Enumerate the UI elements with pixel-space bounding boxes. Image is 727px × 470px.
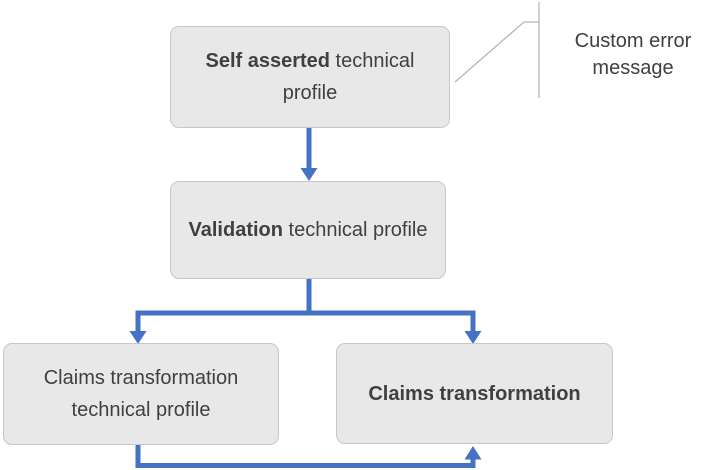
node-label: Self asserted technical profile [205,50,415,104]
arrowhead-up-claims-transformation-icon [464,446,482,460]
arrow-claims-tp-to-claims-transformation [135,445,476,468]
node-label: Validation technical profile [188,219,428,241]
arrowhead-to-claims-tp-icon [129,331,147,344]
node-label: Claims transformation technical profile [43,367,239,421]
arrowhead-to-validation-icon [300,168,318,181]
node-label: Claims transformation [368,382,581,405]
callout-custom-error-message: Custom error message [574,30,692,79]
node-claims-transformation: Claims transformation [336,343,613,444]
arrowhead-to-claims-transformation-icon [464,331,482,344]
callout-leader-line [454,21,539,83]
node-validation-technical-profile: Validation technical profile [170,181,446,279]
node-claims-transformation-technical-profile: Claims transformation technical profile [3,343,279,445]
arrow-validation-split [135,279,476,331]
node-self-asserted-technical-profile: Self asserted technical profile [170,26,450,128]
